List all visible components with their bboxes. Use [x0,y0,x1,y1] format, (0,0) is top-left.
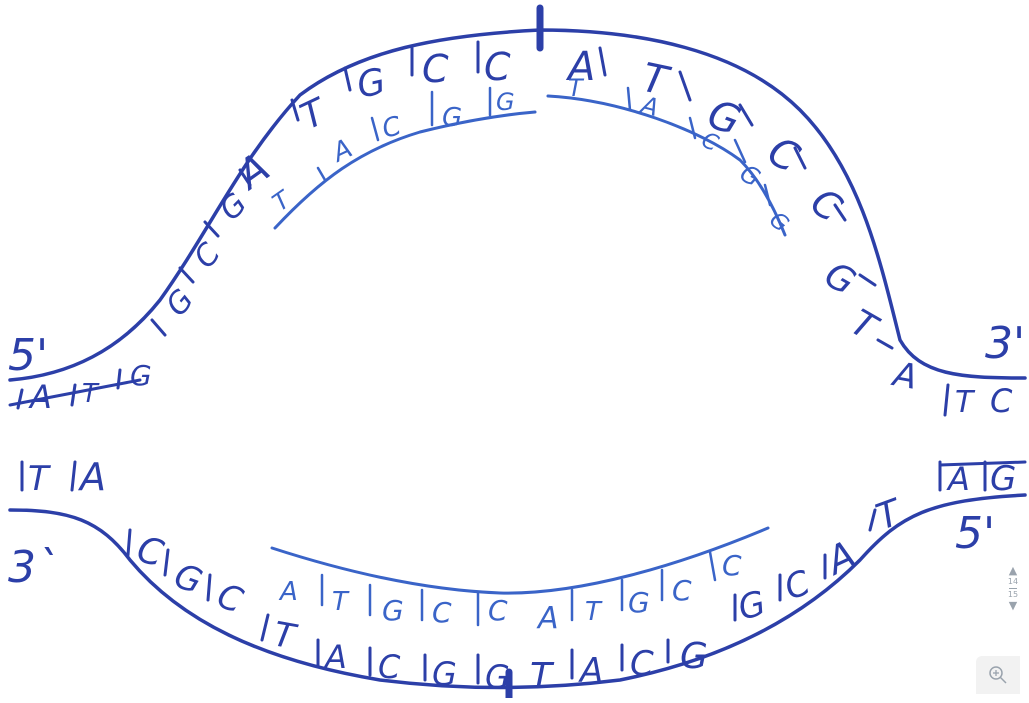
triangle-up-icon[interactable]: ▲ [1003,565,1023,577]
top-base: G [213,186,254,227]
bottom-base: A [946,460,970,498]
label-bottom-right-5prime: 5' [955,508,995,559]
bottom-base: T [530,656,555,697]
bottom-base: G [169,556,207,603]
triangle-down-icon[interactable]: ▼ [1003,600,1023,612]
top-base: A [888,354,920,398]
bottom-new-base: G [628,586,650,619]
zoom-button[interactable] [976,656,1020,694]
top-base: G [159,283,201,323]
page-navigator: ▲ 14 15 ▼ [1003,565,1023,631]
bottom-base: C [212,576,248,622]
bottom-base: C [779,563,815,609]
label-bottom-left-3prime: 3` [8,542,58,593]
top-base: T [82,379,100,409]
label-top-left-5prime: 5' [8,330,48,381]
top-base: G [130,359,152,392]
zoom-in-icon [988,665,1008,685]
bottom-base: G [680,636,708,677]
top-parent-bases: A T G G C G A T G C C A T G C C G T A T … [28,44,1013,420]
bottom-new-base: C [432,596,452,629]
bottom-base: T [270,614,300,657]
bottom-parent-bases: T A C G C T A C G G T A C G G C A T A G [28,455,1016,697]
top-base: G [818,254,863,303]
top-base: T [294,90,334,138]
top-new-base: C [379,111,405,145]
bottom-new-base: C [672,574,692,607]
bottom-base: G [432,655,457,693]
top-base: T [955,385,976,420]
bottom-base: G [734,583,770,628]
top-base: A [28,378,52,416]
top-new-base: C [697,128,722,157]
top-new-base: A [326,134,357,170]
bottom-base: A [578,651,603,691]
bottom-new-base: C [488,594,508,627]
bottom-base: C [133,529,169,575]
bottom-new-base: T [332,587,350,617]
bottom-new-strand-dividers [322,552,715,625]
bottom-base: C [630,644,654,684]
top-base: C [484,45,511,89]
bottom-base: G [990,459,1016,499]
bottom-base: G [485,658,510,696]
top-base: C [990,382,1013,420]
bottom-new-base: A [278,577,298,607]
bottom-base: T [28,459,51,499]
bottom-new-base: T [585,597,603,627]
top-base: C [422,47,449,91]
top-new-base: G [442,103,462,133]
top-new-base: T [568,74,585,102]
bottom-new-strand-backbone [272,528,768,593]
top-new-base: G [764,207,793,237]
page-divider [1009,588,1017,589]
bottom-new-base: G [382,594,404,627]
top-strand-dividers [18,42,948,415]
bottom-new-base: C [722,549,742,582]
label-top-right-3prime: 3' [985,318,1025,369]
top-new-base: T [267,184,297,217]
top-base: G [353,61,389,107]
top-base: C [187,237,227,276]
top-base: T [844,302,886,350]
bottom-base: A [323,638,347,676]
bottom-base: T [871,491,909,538]
bottom-new-base: A [536,601,559,636]
top-new-base: G [496,88,515,116]
bottom-base: A [77,455,106,499]
bottom-base: C [378,648,401,686]
current-page-number: 14 [1003,577,1023,587]
top-base: C [803,179,850,231]
